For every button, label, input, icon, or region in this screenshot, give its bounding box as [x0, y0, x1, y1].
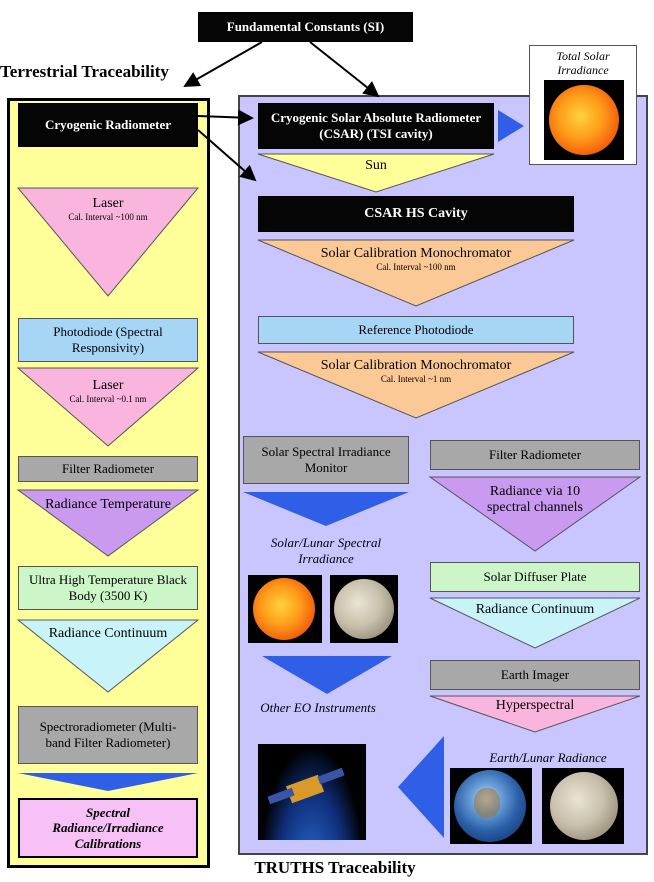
hyperspectral-triangle — [429, 695, 641, 733]
lunar-image-1 — [330, 575, 398, 643]
spectroradiometer-box: Spectroradiometer (Multi-band Filter Rad… — [18, 706, 198, 764]
truths-filter-radiometer-box: Filter Radiometer — [430, 440, 640, 470]
laser-triangle-2 — [16, 367, 200, 447]
csar-hs-cavity-box: CSAR HS Cavity — [258, 196, 574, 232]
monochromator-triangle-1 — [257, 239, 575, 307]
total-solar-irradiance-label: Total Solar Irradiance — [556, 49, 610, 77]
blue-arrow-solar-lunar — [262, 656, 392, 694]
radiance-continuum-label-truths: Radiance Continuum — [475, 602, 595, 617]
lunar-image-2 — [542, 768, 624, 844]
ssim-box: Solar Spectral Irradiance Monitor — [243, 436, 409, 484]
monochromator-1-label: Solar Calibration Monochromator Cal. Int… — [258, 246, 574, 272]
laser-triangle-1 — [16, 187, 200, 297]
laser-1-interval: Cal. Interval ~100 nm — [68, 212, 148, 223]
other-eo-label: Other EO Instruments — [260, 700, 376, 715]
solar-image — [248, 575, 322, 643]
photodiode-box: Photodiode (Spectral Responsivity) — [18, 318, 198, 362]
terrestrial-traceability-title: Terrestrial Traceability — [0, 62, 169, 81]
tsi-arrow — [498, 110, 524, 142]
sun-image — [544, 80, 624, 160]
blue-arrow-earth-lunar — [398, 736, 444, 838]
radiance-continuum-triangle-terrestrial — [16, 619, 200, 693]
earth-image — [450, 768, 532, 844]
calibrations-box: Spectral Radiance/Irradiance Calibration… — [18, 798, 198, 858]
monochromator-1-interval: Cal. Interval ~100 nm — [376, 262, 456, 273]
solar-lunar-irradiance-label: Solar/Lunar Spectral Irradiance — [270, 535, 382, 566]
hyperspectral-label: Hyperspectral — [495, 698, 575, 713]
radiance-temperature-triangle — [16, 489, 200, 557]
satellite-image — [258, 744, 366, 840]
solar-diffuser-plate-box: Solar Diffuser Plate — [430, 562, 640, 592]
truths-traceability-title: TRUTHS Traceability — [254, 858, 416, 877]
fundamental-constants-box: Fundamental Constants (SI) — [198, 12, 413, 42]
black-body-box: Ultra High Temperature Black Body (3500 … — [18, 566, 198, 610]
reference-photodiode-box: Reference Photodiode — [258, 316, 574, 344]
radiance-continuum-label-terrestrial: Radiance Continuum — [48, 626, 168, 641]
laser-1-label: Laser Cal. Interval ~100 nm — [18, 196, 198, 222]
monochromator-2-interval: Cal. Interval ~1 nm — [380, 374, 452, 385]
radiance-10-channels-label: Radiance via 10 spectral channels — [486, 484, 583, 516]
monochromator-1-title: Solar Calibration Monochromator — [320, 246, 512, 261]
sun-label: Sun — [365, 158, 387, 173]
earth-lunar-radiance-label: Earth/Lunar Radiance — [489, 750, 607, 765]
monochromator-triangle-2 — [257, 351, 575, 419]
laser-1-title: Laser — [92, 196, 124, 211]
radiance-temperature-label: Radiance Temperature — [45, 497, 171, 512]
blue-arrow-terrestrial — [18, 773, 198, 791]
monochromator-2-title: Solar Calibration Monochromator — [320, 358, 512, 373]
radiance-continuum-triangle-truths — [429, 597, 641, 649]
sun-triangle — [257, 153, 495, 193]
blue-arrow-ssim — [243, 492, 409, 526]
earth-imager-box: Earth Imager — [430, 660, 640, 690]
laser-2-title: Laser — [92, 378, 124, 393]
radiance-10-channels-triangle — [428, 476, 642, 552]
laser-2-interval: Cal. Interval ~0.1 nm — [69, 394, 147, 405]
terrestrial-filter-radiometer-box: Filter Radiometer — [18, 456, 198, 482]
cryogenic-radiometer-box: Cryogenic Radiometer — [18, 103, 198, 147]
total-solar-irradiance-box: Total Solar Irradiance — [529, 45, 637, 165]
monochromator-2-label: Solar Calibration Monochromator Cal. Int… — [258, 358, 574, 384]
csar-box: Cryogenic Solar Absolute Radiometer (CSA… — [258, 103, 494, 149]
laser-2-label: Laser Cal. Interval ~0.1 nm — [18, 378, 198, 404]
